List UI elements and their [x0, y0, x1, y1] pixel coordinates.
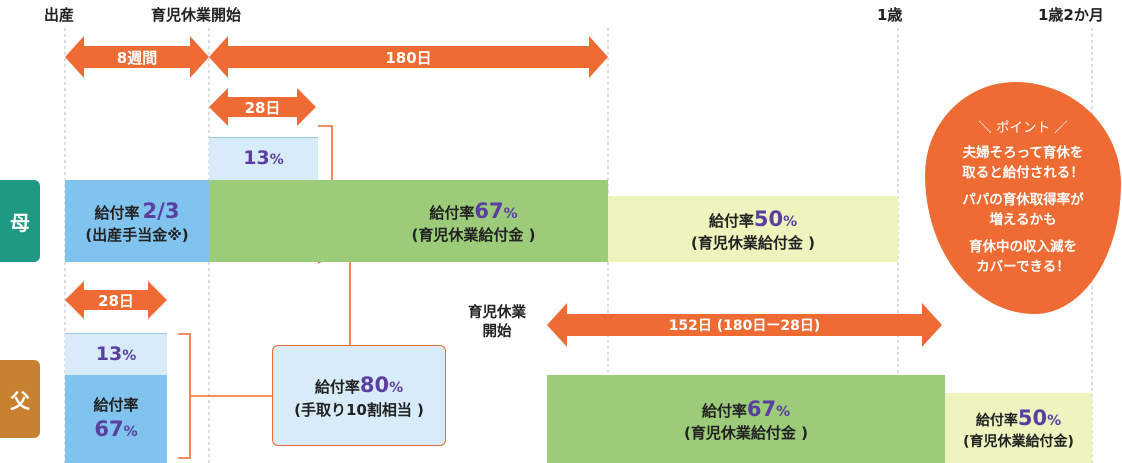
father-leave67-box: 給付率67% (育児休業給付金 ) [547, 375, 945, 463]
mother-leave50-box: 給付率50% (育児休業給付金 ) [608, 196, 898, 262]
tick-birth: 出産 [44, 6, 75, 24]
mother-label-text: 母 [10, 210, 30, 235]
arrow-father-28 [65, 281, 167, 319]
combined-rate-box: 給付率80% (手取り10割相当 ) [272, 345, 446, 446]
mother-maternity-note: (出産手当金※) [85, 226, 189, 245]
father-label: 父 [0, 360, 40, 438]
mother-top-up-unit: % [269, 152, 284, 169]
father-base-unit: % [123, 423, 138, 440]
combined-note: (手取り10割相当 ) [294, 400, 424, 419]
mother-top-up-value: 13 [243, 147, 270, 170]
father-base-prefix: 給付率 [93, 395, 139, 414]
father-leave67-note: (育児休業給付金 ) [684, 424, 808, 443]
combined-unit: % [389, 380, 404, 397]
mother-leave50-unit: % [783, 213, 798, 230]
label-father-28: 28日 [98, 291, 134, 310]
father-leave-start-line1: 育児休業 [468, 305, 526, 321]
point-line-6: カバーできる！ [976, 258, 1070, 275]
father-leave50-prefix: 給付率 [975, 413, 1018, 430]
label-mother-28: 28日 [244, 98, 281, 117]
mother-leave67-unit: % [503, 205, 518, 222]
combined-value: 80 [359, 373, 390, 398]
father-leave-start-line2: 開始 [482, 323, 512, 340]
point-line-5: 育休中の収入減を [969, 239, 1077, 256]
mother-maternity-prefix: 給付率 [94, 203, 140, 222]
label-180-days: 180日 [385, 48, 432, 67]
mother-leave67-value: 67 [474, 198, 504, 223]
arrow-mother-28 [209, 88, 316, 126]
label-eight-weeks: 8週間 [116, 48, 158, 67]
tick-leave-start: 育児休業開始 [151, 6, 242, 24]
mother-top-up-box: 13% [209, 137, 318, 180]
father-leave50-value: 50 [1017, 406, 1048, 431]
mother-label: 母 [0, 180, 40, 262]
arrow-eight-weeks [65, 36, 209, 78]
father-leave-start-label: 育児休業 開始 [452, 304, 542, 342]
mother-leave50-note: (育児休業給付金 ) [691, 234, 815, 253]
bracket-father [178, 333, 191, 459]
arrow-180-days [209, 36, 608, 78]
mother-maternity-value: 2/3 [142, 198, 180, 223]
point-deco-left: ＼ [978, 119, 996, 136]
mother-leave67-box: 給付率67% (育児休業給付金 ) [209, 180, 608, 262]
father-leave50-unit: % [1047, 413, 1062, 430]
father-top-up-unit: % [122, 347, 137, 364]
father-base-value: 67 [94, 416, 124, 441]
father-leave67-prefix: 給付率 [701, 401, 747, 420]
point-line-2: 取ると給付される！ [962, 164, 1084, 181]
combined-prefix: 給付率 [314, 378, 360, 397]
father-label-text: 父 [10, 388, 30, 413]
father-top-up-value: 13 [95, 342, 123, 365]
tick-one-year: 1歳 [877, 6, 903, 24]
label-152-days: 152日 (180日ー28日) [668, 318, 821, 334]
point-line-4: 増えるかも [989, 211, 1057, 228]
mother-leave50-prefix: 給付率 [708, 211, 754, 230]
mother-leave67-prefix: 給付率 [429, 203, 475, 222]
father-leave67-unit: % [776, 403, 791, 420]
father-base-box: 給付率 67% [65, 375, 167, 463]
father-top-up-box: 13% [65, 333, 167, 375]
mother-leave50-value: 50 [753, 206, 784, 231]
point-deco-right: ／ [1050, 119, 1068, 136]
tick-one-year-two-months: 1歳2か月 [1038, 6, 1104, 24]
arrow-152-days [547, 303, 942, 347]
point-title: ポイント [996, 119, 1050, 136]
mother-leave67-note: (育児休業給付金 ) [411, 226, 536, 245]
father-leave50-note: (育児休業給付金) [963, 433, 1074, 450]
point-line-1: 夫婦そろって育休を [962, 145, 1084, 162]
father-leave67-value: 67 [746, 396, 777, 421]
point-line-3: パパの育休取得率が [962, 192, 1084, 209]
father-leave50-box: 給付率50% (育児休業給付金) [945, 393, 1092, 463]
